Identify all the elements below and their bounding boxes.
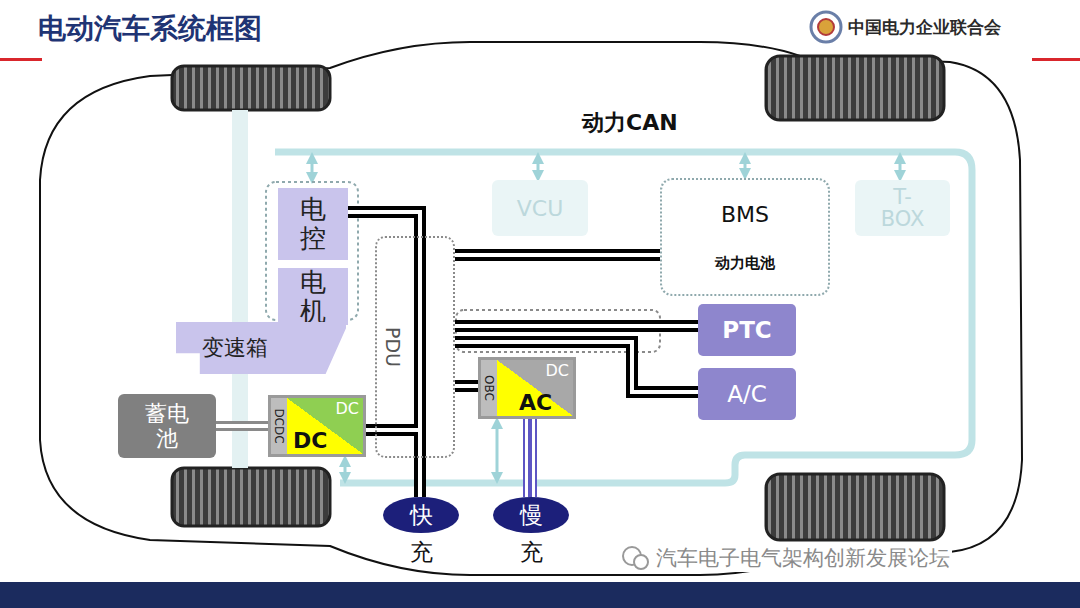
can-bus xyxy=(275,152,972,483)
dcdc-box: DCDCDCDC xyxy=(268,395,366,457)
header-bar xyxy=(0,58,42,61)
watermark: 汽车电子电气架构创新发展论坛 xyxy=(654,544,952,572)
box-subtext: DC xyxy=(336,399,360,418)
slow-charge-port: 慢充 xyxy=(493,497,569,533)
box-text: BMS xyxy=(721,202,769,227)
fast-charge-port: 快充 xyxy=(383,497,459,533)
wechat-icon xyxy=(634,555,648,569)
can-arrows xyxy=(312,158,900,478)
power-cable xyxy=(455,255,660,256)
gearbox-shape: 变速箱 xyxy=(176,322,346,374)
box-text: 电机 xyxy=(300,268,326,325)
bus-label: 动力CAN xyxy=(582,108,678,138)
wheel xyxy=(172,468,330,526)
pdu-busbar xyxy=(375,236,420,458)
tbox-box: T-BOX xyxy=(855,180,950,236)
box-subtext: DC xyxy=(546,361,570,380)
header-bar xyxy=(1032,58,1080,61)
obc-box: OBC DC AC xyxy=(478,357,576,419)
box-text: 蓄电池 xyxy=(142,401,192,452)
box-text: DCDC xyxy=(272,408,286,443)
car-body xyxy=(40,42,1022,575)
box-subtext: AC xyxy=(519,390,552,415)
pdu-box: PDU xyxy=(375,236,455,458)
box-text: PDU xyxy=(382,327,404,367)
ptc-box: PTC xyxy=(698,304,796,356)
slide-title: 电动汽车系统框图 xyxy=(38,10,262,48)
box-subtext: 充 xyxy=(493,537,569,568)
power-cable xyxy=(348,212,420,236)
box-subtext: 动力电池 xyxy=(715,254,775,273)
box-text: 电控 xyxy=(300,195,326,252)
ac-box: A/C xyxy=(698,368,796,420)
power-cable xyxy=(455,386,478,387)
wheel xyxy=(766,56,944,120)
logo-core xyxy=(818,19,834,35)
box-subtext: 充 xyxy=(383,537,459,568)
box-subtext: DC xyxy=(293,428,327,453)
controller-box: 电控 xyxy=(278,188,348,260)
box-text: 慢 xyxy=(520,500,543,531)
organization-name: 中国电力企业联合会 xyxy=(848,16,1001,39)
vcu-box: VCU xyxy=(492,180,588,236)
box-text: A/C xyxy=(727,381,767,407)
power-cable xyxy=(530,419,531,497)
box-text: 快 xyxy=(410,500,433,531)
box-text: OBC xyxy=(482,375,496,401)
box-text: T-BOX xyxy=(873,186,933,230)
drive-shaft xyxy=(232,110,248,468)
power-cable xyxy=(455,326,698,327)
wheel xyxy=(172,66,330,110)
box-text: VCU xyxy=(517,196,564,221)
wheel xyxy=(766,474,944,540)
footer-band xyxy=(0,582,1080,608)
power-cable xyxy=(216,426,268,427)
bms-box: BMS 动力电池 xyxy=(660,178,830,296)
motor-box: 电机 xyxy=(278,268,348,325)
box-text: 变速箱 xyxy=(202,333,268,363)
logo-ring xyxy=(811,12,841,42)
power-cable xyxy=(366,430,375,431)
box-text: PTC xyxy=(722,317,771,343)
power-cable xyxy=(420,458,421,497)
battery-box: 蓄电池 xyxy=(118,394,216,458)
